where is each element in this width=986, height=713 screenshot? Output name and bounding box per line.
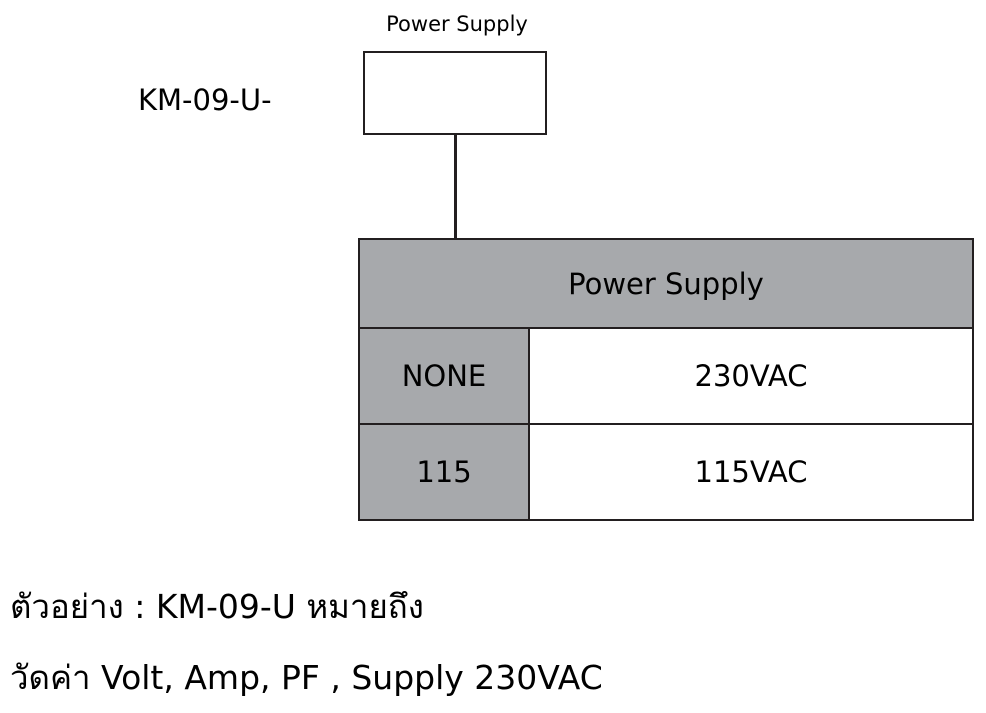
power-supply-box [363, 51, 547, 135]
power-supply-top-label: Power Supply [386, 12, 528, 36]
connector-line [454, 133, 457, 239]
example-line-1: ตัวอย่าง : KM-09-U หมายถึง [10, 587, 424, 626]
option-code-cell: NONE [360, 329, 530, 423]
option-code-cell: 115 [360, 425, 530, 519]
model-code: KM-09-U- [138, 83, 272, 117]
table-row: 115 115VAC [360, 423, 972, 519]
power-supply-options-table: Power Supply NONE 230VAC 115 115VAC [358, 238, 974, 521]
option-value-cell: 230VAC [530, 329, 972, 423]
example-line-2: วัดค่า Volt, Amp, PF , Supply 230VAC [10, 658, 603, 697]
table-row: NONE 230VAC [360, 329, 972, 423]
option-value-cell: 115VAC [530, 425, 972, 519]
table-header: Power Supply [360, 240, 972, 329]
